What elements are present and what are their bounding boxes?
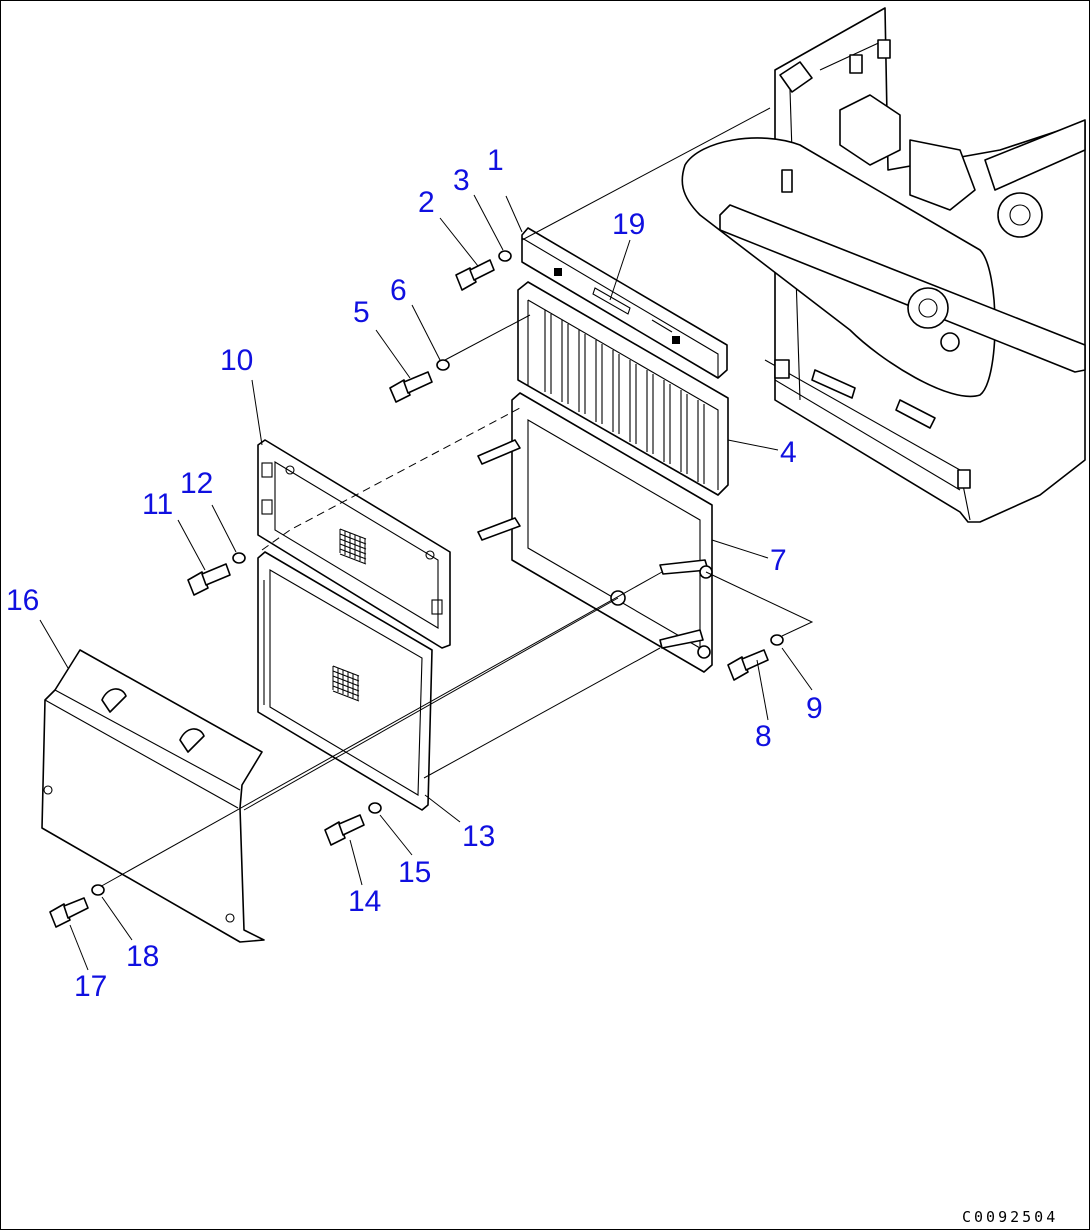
leader-16 [39,619,69,669]
mesh-patch-10 [339,528,367,565]
leader-10 [251,379,263,446]
bolt-11 [187,563,231,596]
leader-4 [727,439,779,451]
bolt-17 [49,897,89,928]
leader-13 [424,794,461,823]
washer-6 [436,359,450,371]
leader-8 [756,659,769,721]
callout-12: 12 [180,467,213,500]
part-1-top-plate [521,227,728,379]
callout-4: 4 [780,436,797,469]
leader-19 [609,239,631,301]
part-10-gasket-plate [257,439,451,649]
callout-labels: 1 2 3 4 5 6 7 8 9 10 11 12 13 14 15 16 1… [6,144,823,1003]
callout-15: 15 [398,856,431,889]
washer-18 [91,884,105,896]
callout-9: 9 [806,692,823,725]
leader-7 [711,539,769,559]
leader-15 [379,814,413,856]
callout-17: 17 [74,970,107,1003]
louver-slats [544,310,705,484]
callout-16: 16 [6,584,39,617]
leader-6 [411,304,441,361]
callout-13: 13 [462,820,495,853]
leader-12 [211,504,237,553]
part-13-screen-frame [257,551,433,811]
washer-9 [770,634,784,646]
leader-3 [473,194,504,251]
leader-14 [349,839,363,886]
bolt-8 [727,649,769,681]
alignment-lines [97,107,814,889]
drawing-code: C0092504 [962,1208,1058,1226]
callout-14: 14 [348,885,381,918]
callout-6: 6 [390,274,407,307]
fasteners [49,250,784,928]
callout-7: 7 [770,544,787,577]
bolt-2 [455,259,495,291]
callout-18: 18 [126,940,159,973]
callout-8: 8 [755,720,772,753]
washer-12 [232,552,246,564]
callout-3: 3 [453,164,470,197]
washer-15 [368,802,382,814]
callout-19: 19 [612,208,645,241]
callout-leaders [39,194,813,971]
part-16-front-cover [41,649,265,943]
callout-10: 10 [220,344,253,377]
bolt-5 [389,371,433,403]
leader-9 [781,647,813,691]
part-4-louver-grille [517,281,729,496]
callout-5: 5 [353,296,370,329]
leader-1 [505,195,523,233]
leader-17 [69,924,89,971]
bolt-14 [324,814,365,846]
leader-11 [177,519,206,571]
callout-2: 2 [418,186,435,219]
leader-2 [439,217,479,267]
mesh-patch-13 [332,665,360,702]
machine-frame [681,7,1086,523]
leader-5 [375,329,411,379]
callout-11: 11 [142,488,173,521]
leader-18 [101,896,133,941]
washer-3 [498,250,512,262]
callout-1: 1 [487,144,504,177]
part-7-frame-plate [477,392,713,673]
